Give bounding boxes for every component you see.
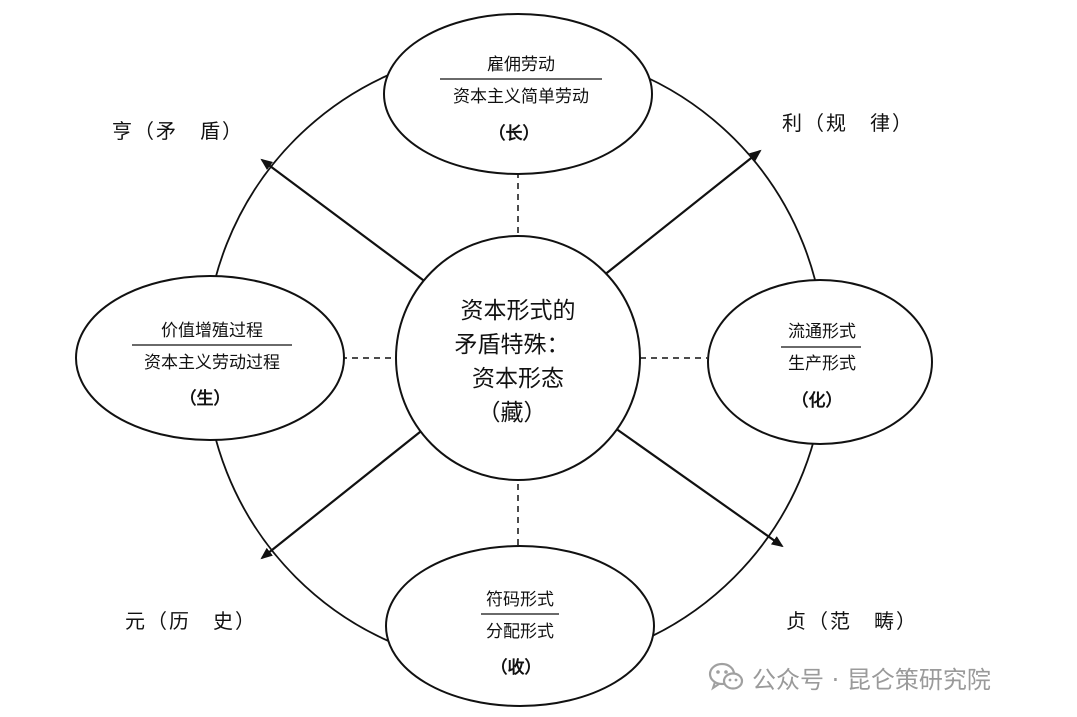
- node-bottom: [385, 545, 655, 707]
- center-tag: （藏）: [478, 400, 547, 426]
- arrow-top-right: [602, 149, 762, 277]
- center-line-1: 资本形式的: [461, 298, 576, 324]
- watermark-text: 公众号 · 昆仑策研究院: [752, 665, 991, 694]
- corner-label-bottom-left: 元（历 史）: [125, 609, 257, 633]
- node-bottom-tag: （收）: [491, 657, 542, 678]
- center-line-3: 资本形态: [472, 366, 564, 392]
- node-right-lower: 生产形式: [788, 354, 856, 374]
- node-bottom-upper: 符码形式: [486, 590, 554, 610]
- node-left-upper: 价值增殖过程: [161, 321, 263, 341]
- corner-label-bottom-right: 贞（范 畴）: [786, 609, 918, 633]
- node-right: [707, 279, 933, 445]
- node-top: [383, 13, 653, 175]
- node-left-lower: 资本主义劳动过程: [144, 353, 280, 373]
- node-left: [75, 275, 345, 441]
- arrow-bottom-right: [614, 427, 784, 548]
- node-right-tag: （化）: [792, 390, 843, 411]
- corner-label-top-left: 亨（矛 盾）: [112, 119, 244, 143]
- node-left-tag: （生）: [180, 388, 231, 409]
- node-top-tag: （长）: [489, 123, 540, 144]
- center-line-2: 矛盾特殊：: [455, 332, 570, 358]
- node-top-lower: 资本主义简单劳动: [453, 87, 589, 107]
- node-top-upper: 雇佣劳动: [487, 55, 555, 75]
- center-node: [395, 235, 641, 481]
- corner-label-top-right: 利（规 律）: [782, 111, 914, 135]
- arrow-bottom-left: [260, 427, 426, 560]
- wechat-icon: [708, 662, 744, 691]
- arrow-top-left: [260, 158, 428, 284]
- watermark: 公众号 · 昆仑策研究院: [708, 657, 991, 697]
- node-bottom-lower: 分配形式: [486, 622, 554, 642]
- node-right-upper: 流通形式: [788, 322, 856, 342]
